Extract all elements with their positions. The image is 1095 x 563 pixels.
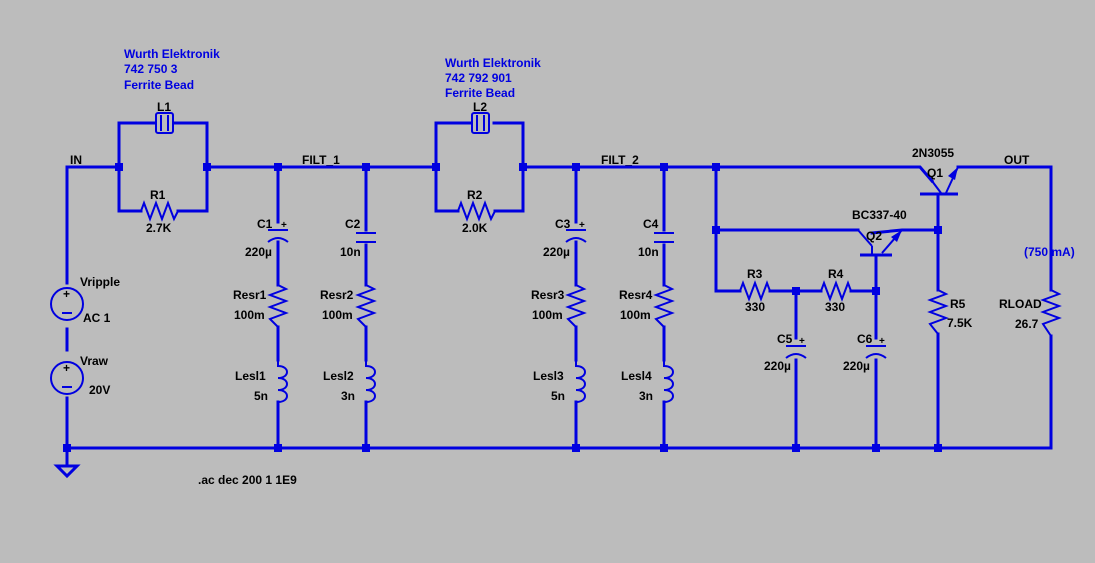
- q1-model: 2N3055: [912, 146, 954, 160]
- resr1-value: 100m: [234, 308, 265, 322]
- l2-type-note: Ferrite Bead: [445, 86, 515, 100]
- resr2-name: Resr2: [320, 288, 354, 302]
- resistor-rload-symbol[interactable]: [1040, 289, 1062, 337]
- q2-name: Q2: [866, 229, 882, 243]
- vraw-name: Vraw: [80, 354, 109, 368]
- inductor-lesl4-symbol[interactable]: [663, 360, 674, 403]
- lesl2-name: Lesl2: [323, 369, 354, 383]
- capacitor-c6-symbol[interactable]: +: [865, 336, 887, 359]
- r5-value: 7.5K: [947, 316, 973, 330]
- capacitor-c5-symbol[interactable]: +: [785, 336, 807, 359]
- c2-name: C2: [345, 217, 361, 231]
- c6-name: C6: [857, 332, 873, 346]
- inductor-lesl2-symbol[interactable]: [365, 360, 376, 403]
- svg-text:+: +: [799, 336, 805, 347]
- r2-value: 2.0K: [462, 221, 488, 235]
- spice-directive: .ac dec 200 1 1E9: [198, 473, 297, 487]
- vripple-name: Vripple: [80, 275, 120, 289]
- resr3-name: Resr3: [531, 288, 565, 302]
- r1-value: 2.7K: [146, 221, 172, 235]
- resr2-value: 100m: [322, 308, 353, 322]
- svg-text:+: +: [579, 220, 585, 231]
- lesl4-value: 3n: [639, 389, 653, 403]
- c4-value: 10n: [638, 245, 659, 259]
- resistor-r5-symbol[interactable]: [927, 289, 949, 335]
- capacitor-c2-symbol[interactable]: [356, 232, 376, 243]
- resr1-name: Resr1: [233, 288, 267, 302]
- capacitor-c1-symbol[interactable]: +: [267, 220, 289, 243]
- r2-name: R2: [467, 188, 483, 202]
- net-label-out: OUT: [1004, 153, 1030, 167]
- resr3-value: 100m: [532, 308, 563, 322]
- resistor-r3-symbol[interactable]: [739, 280, 771, 302]
- net-label-in: IN: [70, 153, 82, 167]
- l1-type-note: Ferrite Bead: [124, 78, 194, 92]
- q1-name: Q1: [927, 166, 943, 180]
- l1-part-note: 742 750 3: [124, 62, 178, 76]
- vripple-value: AC 1: [83, 311, 111, 325]
- resistor-r1-symbol[interactable]: [140, 200, 179, 222]
- c1-value: 220µ: [245, 245, 272, 259]
- load-current-note: (750 mA): [1024, 245, 1075, 259]
- rload-name: RLOAD: [999, 297, 1042, 311]
- c5-name: C5: [777, 332, 793, 346]
- lesl1-name: Lesl1: [235, 369, 266, 383]
- l2-vendor-note: Wurth Elektronik: [445, 56, 541, 70]
- c3-value: 220µ: [543, 245, 570, 259]
- c2-value: 10n: [340, 245, 361, 259]
- r1-name: R1: [150, 188, 166, 202]
- resistor-resr4-symbol[interactable]: [653, 284, 675, 328]
- resistor-r4-symbol[interactable]: [820, 280, 852, 302]
- lesl3-name: Lesl3: [533, 369, 564, 383]
- r3-name: R3: [747, 267, 763, 281]
- net-label-filt1: FILT_1: [302, 153, 340, 167]
- net-label-filt2: FILT_2: [601, 153, 639, 167]
- resr4-value: 100m: [620, 308, 651, 322]
- c5-value: 220µ: [764, 359, 791, 373]
- resistor-r2-symbol[interactable]: [457, 200, 496, 222]
- c1-name: C1: [257, 217, 273, 231]
- lesl2-value: 3n: [341, 389, 355, 403]
- inductor-lesl3-symbol[interactable]: [575, 360, 586, 403]
- svg-text:+: +: [63, 287, 70, 301]
- l2-part-note: 742 792 901: [445, 71, 512, 85]
- lesl3-value: 5n: [551, 389, 565, 403]
- r4-name: R4: [828, 267, 844, 281]
- l1-name: L1: [157, 100, 171, 114]
- resistor-resr2-symbol[interactable]: [355, 284, 377, 328]
- lesl4-name: Lesl4: [621, 369, 652, 383]
- rload-value: 26.7: [1015, 317, 1039, 331]
- transistor-q2-symbol[interactable]: [857, 229, 903, 257]
- resistor-resr1-symbol[interactable]: [267, 284, 289, 328]
- capacitor-c4-symbol[interactable]: [654, 232, 674, 243]
- labels: Wurth Elektronik 742 750 3 Ferrite Bead …: [70, 47, 1075, 487]
- voltage-source-vraw-symbol[interactable]: +: [50, 361, 84, 395]
- q2-model: BC337-40: [852, 208, 907, 222]
- svg-text:+: +: [879, 336, 885, 347]
- lesl1-value: 5n: [254, 389, 268, 403]
- resistor-resr3-symbol[interactable]: [565, 284, 587, 328]
- ferrite-bead-l1-symbol[interactable]: [155, 112, 174, 134]
- c6-value: 220µ: [843, 359, 870, 373]
- c3-name: C3: [555, 217, 571, 231]
- transistor-q1-symbol[interactable]: [920, 166, 959, 196]
- ferrite-bead-l2-symbol[interactable]: [471, 112, 490, 134]
- capacitor-c3-symbol[interactable]: +: [565, 220, 587, 243]
- vraw-value: 20V: [89, 383, 110, 397]
- l2-name: L2: [473, 100, 487, 114]
- r5-name: R5: [950, 297, 966, 311]
- resr4-name: Resr4: [619, 288, 653, 302]
- svg-text:+: +: [63, 361, 70, 375]
- junction-dots: [63, 163, 942, 452]
- c4-name: C4: [643, 217, 659, 231]
- inductor-lesl1-symbol[interactable]: [277, 360, 288, 403]
- l1-vendor-note: Wurth Elektronik: [124, 47, 220, 61]
- r3-value: 330: [745, 300, 765, 314]
- svg-text:+: +: [281, 220, 287, 231]
- voltage-source-vripple-symbol[interactable]: +: [50, 287, 84, 321]
- r4-value: 330: [825, 300, 845, 314]
